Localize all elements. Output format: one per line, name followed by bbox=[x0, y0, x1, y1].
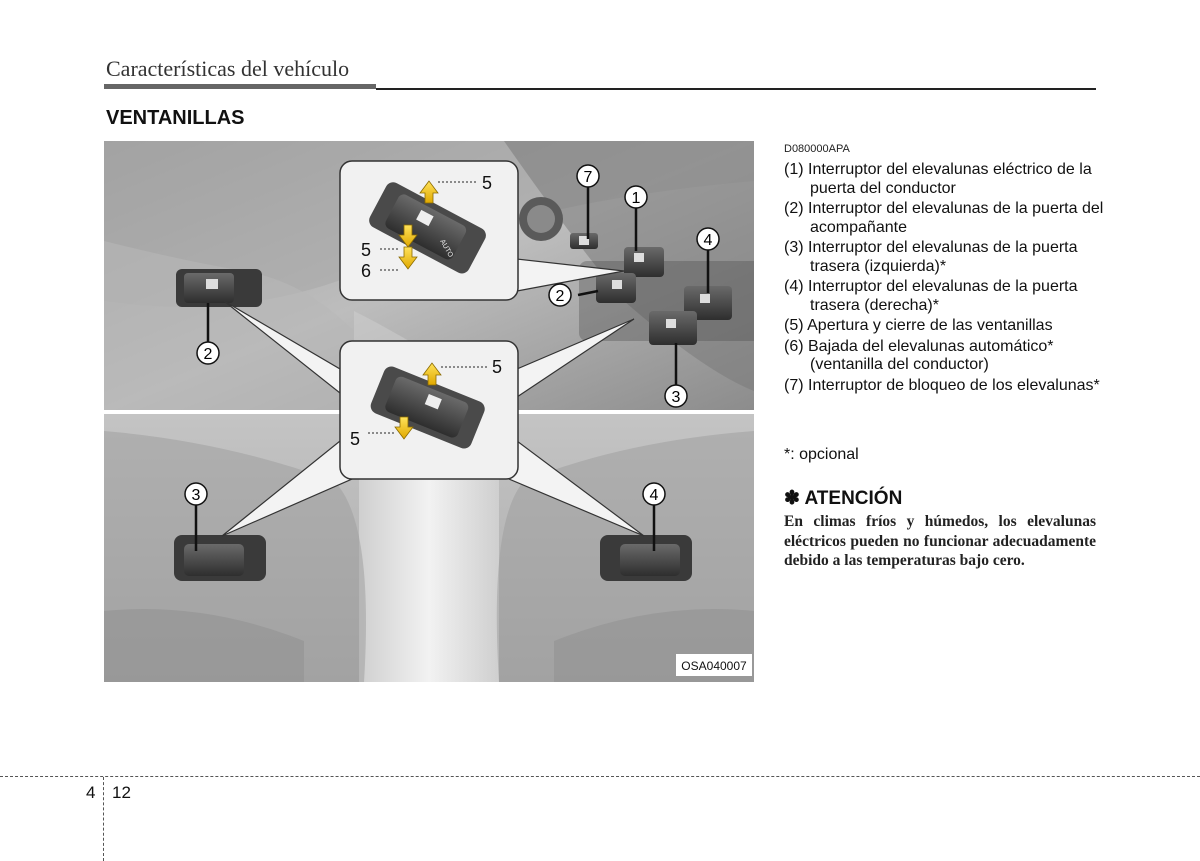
optional-footnote: *: opcional bbox=[784, 446, 859, 463]
window-icon bbox=[612, 280, 622, 289]
rear-right-window-switch bbox=[620, 544, 680, 576]
header-rule-thin bbox=[376, 88, 1096, 90]
list-item: (3) Interruptor del elevalunas de la pue… bbox=[784, 239, 1078, 275]
auto-down-arrow-icon bbox=[398, 246, 418, 270]
svg-text:4: 4 bbox=[650, 487, 659, 504]
window-icon bbox=[634, 253, 644, 262]
legend-list: (1) Interruptor del elevalunas eléctrico… bbox=[784, 161, 1104, 397]
window-icon bbox=[666, 319, 676, 328]
reference-code: D080000APA bbox=[784, 143, 850, 155]
callout-2-top: 2 bbox=[196, 341, 220, 365]
footer-dashed-rule bbox=[0, 776, 1200, 777]
window-switches-illustration: AUTO 5 5 6 5 5 2 bbox=[104, 141, 754, 682]
callout-4: 4 bbox=[696, 227, 720, 251]
figure-code: OSA040007 bbox=[681, 659, 747, 673]
zoom2-label-5-down: 5 bbox=[350, 429, 360, 449]
svg-text:3: 3 bbox=[672, 389, 681, 406]
up-arrow-icon bbox=[422, 362, 442, 386]
callout-1: 1 bbox=[624, 185, 648, 209]
attention-heading: ✽ ATENCIÓN bbox=[784, 488, 903, 509]
callout-3: 3 bbox=[664, 384, 688, 408]
svg-text:1: 1 bbox=[632, 190, 641, 207]
list-item: (1) Interruptor del elevalunas eléctrico… bbox=[784, 161, 1092, 197]
window-icon bbox=[206, 279, 218, 289]
callout-4-bottom: 4 bbox=[642, 482, 666, 506]
up-arrow-icon bbox=[419, 180, 439, 204]
zoom1-label-6: 6 bbox=[361, 261, 371, 281]
list-item: (6) Bajada del elevalunas automático* (v… bbox=[784, 337, 1054, 374]
list-item: (5) Apertura y cierre de las ventanillas bbox=[784, 317, 1053, 334]
callout-7: 7 bbox=[576, 164, 600, 188]
svg-text:2: 2 bbox=[204, 346, 213, 363]
down-arrow-icon bbox=[394, 416, 414, 440]
rear-left-window-switch bbox=[184, 544, 244, 576]
chapter-number: 4 bbox=[86, 783, 96, 802]
attention-body: En climas fríos y húmedos, los elevaluna… bbox=[784, 513, 1096, 569]
svg-text:3: 3 bbox=[192, 487, 201, 504]
svg-text:4: 4 bbox=[704, 232, 713, 249]
window-icon bbox=[700, 294, 710, 303]
list-item: (7) Interruptor de bloqueo de los eleval… bbox=[784, 376, 1100, 394]
zoom2-label-5-up: 5 bbox=[492, 357, 502, 377]
list-item: (2) Interruptor del elevalunas de la pue… bbox=[784, 200, 1104, 236]
header-rule-thick bbox=[104, 84, 376, 89]
list-item: (4) Interruptor del elevalunas de la pue… bbox=[784, 278, 1078, 314]
page-number: 12 bbox=[112, 783, 131, 802]
footer-dashed-divider bbox=[103, 777, 104, 861]
callout-3-bottom: 3 bbox=[184, 482, 208, 506]
zoom1-label-5-down: 5 bbox=[361, 240, 371, 260]
chapter-header-title: Características del vehículo bbox=[106, 56, 350, 81]
svg-text:2: 2 bbox=[556, 288, 565, 305]
section-title: VENTANILLAS bbox=[106, 107, 245, 129]
zoom1-label-5-up: 5 bbox=[482, 173, 492, 193]
svg-text:7: 7 bbox=[584, 169, 593, 186]
down-arrow-icon bbox=[398, 224, 418, 248]
lock-icon bbox=[579, 236, 589, 245]
callout-2: 2 bbox=[548, 283, 572, 307]
